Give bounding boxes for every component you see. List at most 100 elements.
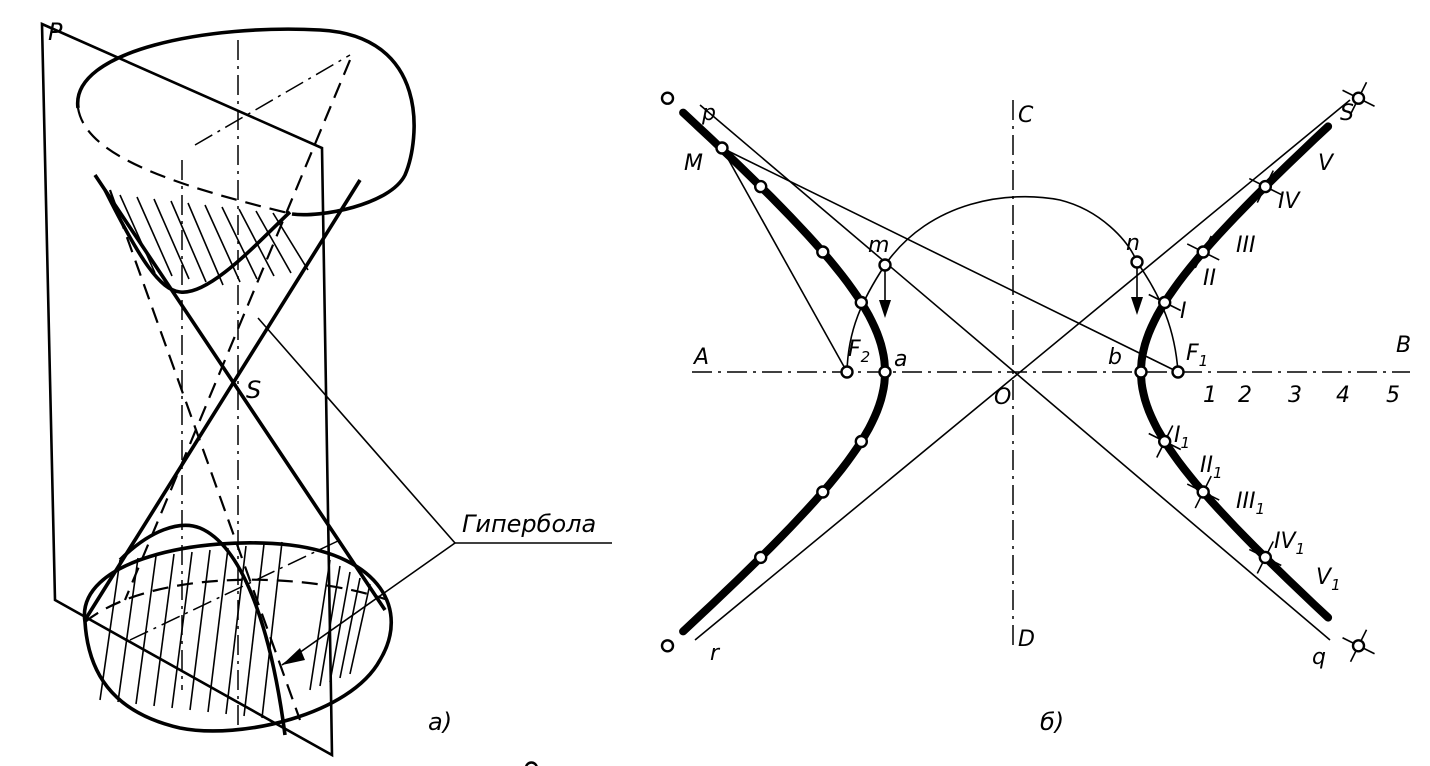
label-origin: O bbox=[994, 385, 1011, 410]
upper-hatch-line-6 bbox=[204, 204, 241, 283]
lower-base-ellipse bbox=[82, 541, 393, 733]
upper-hatch-line-10 bbox=[272, 212, 309, 271]
hyperbola-construction: A B C D O p q r S a b F1 F2 M m n 1 2 3 … bbox=[525, 81, 1411, 766]
arrow-m-head bbox=[879, 300, 891, 318]
construction-line-mf1 bbox=[721, 147, 1179, 373]
upper-hatch-line-9 bbox=[255, 210, 292, 274]
label-b-axis: B bbox=[1396, 333, 1411, 358]
lower-hatch-line-12 bbox=[319, 565, 341, 687]
upper-point-label-3: III bbox=[1236, 233, 1255, 258]
lower-point-label-5: V1 bbox=[1316, 565, 1341, 594]
label-p: p bbox=[701, 101, 716, 126]
lower-point-label-3: III1 bbox=[1236, 489, 1265, 518]
scale-tick-2: 2 bbox=[1238, 383, 1252, 408]
upper-point-3 bbox=[1258, 179, 1273, 194]
upper-point-2 bbox=[1196, 245, 1210, 259]
upper-hatch-line-8 bbox=[238, 208, 275, 277]
lower-hatch-line-8 bbox=[225, 545, 247, 715]
lower-hyperbola-branch bbox=[118, 523, 287, 736]
left-lower-point-4 bbox=[660, 639, 675, 653]
upper-hatch-line-5 bbox=[187, 202, 224, 286]
lower-hatch-line-1 bbox=[99, 559, 121, 701]
lower-hatch-line-13 bbox=[329, 571, 351, 683]
lower-point-4 bbox=[1351, 639, 1366, 653]
upper-base-ellipse-front bbox=[76, 27, 416, 217]
cone-section-figure: P S Гипербола а) bbox=[40, 18, 612, 758]
focus-f1 bbox=[1171, 365, 1185, 379]
label-r: r bbox=[710, 641, 721, 666]
lower-base-hidden-edge bbox=[84, 578, 389, 623]
upper-point-1 bbox=[1157, 295, 1172, 310]
upper-hatch-line-7 bbox=[221, 206, 258, 280]
asymptote-rs bbox=[694, 99, 1351, 641]
label-c-axis: C bbox=[1018, 103, 1034, 128]
callout-arrowhead bbox=[282, 648, 305, 665]
plane-label: P bbox=[48, 18, 63, 46]
upper-hatch-line-1 bbox=[119, 194, 156, 274]
lower-hatch-line-4 bbox=[153, 553, 175, 707]
callout-leader-lower bbox=[281, 542, 456, 666]
vertex-b bbox=[1134, 365, 1148, 379]
lower-hatch-line-10 bbox=[261, 541, 283, 719]
left-upper-point-4 bbox=[660, 91, 675, 105]
cone-aux-line-2 bbox=[194, 54, 351, 146]
left-lower-point-5 bbox=[525, 761, 538, 766]
upper-hyperbola-branch bbox=[103, 189, 292, 294]
left-upper-point-2 bbox=[816, 245, 830, 259]
scale-tick-3: 3 bbox=[1288, 383, 1302, 408]
hyperbola-points bbox=[525, 81, 1375, 766]
lower-hatch-line-3 bbox=[135, 555, 157, 705]
callout-leader-upper bbox=[257, 317, 456, 544]
lower-hatch-line-9 bbox=[243, 543, 265, 717]
label-a-axis: A bbox=[692, 345, 709, 370]
lower-hatch-line-6 bbox=[189, 549, 211, 711]
scale-ticks: 1 2 3 4 5 bbox=[1203, 383, 1400, 408]
left-lower-point-3 bbox=[754, 550, 768, 565]
construction-arc-f1 bbox=[1136, 261, 1179, 373]
upper-point-label-2: II bbox=[1203, 266, 1216, 291]
roman-numeral-labels: I II III IV V I1 II1 III1 IV1 V1 bbox=[1174, 151, 1341, 594]
label-focus-f1: F1 bbox=[1186, 341, 1208, 370]
label-d-axis: D bbox=[1018, 627, 1035, 652]
label-vertex-a: a bbox=[894, 347, 907, 372]
apex-label: S bbox=[246, 376, 261, 404]
upper-point-label-1: I bbox=[1180, 299, 1187, 324]
lower-hatch-line-11 bbox=[309, 559, 331, 691]
label-point-n: n bbox=[1126, 231, 1140, 256]
lower-point-1 bbox=[1157, 434, 1172, 449]
cone-generator-hidden-2 bbox=[123, 59, 352, 601]
focus-f2 bbox=[840, 365, 854, 379]
left-upper-point-1 bbox=[854, 295, 868, 310]
label-point-m-upper: M bbox=[684, 151, 703, 176]
upper-base-ellipse-back bbox=[76, 107, 293, 216]
cone-aux-line-3 bbox=[129, 539, 341, 641]
lower-hatch-line-14 bbox=[339, 577, 361, 679]
upper-hatch-line-2 bbox=[136, 196, 173, 277]
point-n bbox=[1130, 255, 1144, 269]
point-m-upper bbox=[715, 141, 729, 155]
hyperbola-left-branch bbox=[679, 108, 890, 636]
upper-hatch-line-3 bbox=[153, 198, 190, 280]
upper-point-label-5: V bbox=[1318, 151, 1335, 176]
cutting-plane-p bbox=[40, 21, 334, 758]
lower-point-label-2: II1 bbox=[1200, 453, 1223, 482]
upper-point-label-4: IV bbox=[1278, 189, 1301, 214]
construction-arc-mn bbox=[884, 195, 1138, 266]
upper-hatch-line-4 bbox=[170, 200, 207, 283]
lower-hatch-line-2 bbox=[117, 557, 139, 703]
lower-section-hatching bbox=[99, 541, 371, 719]
left-upper-point-3 bbox=[754, 179, 768, 194]
label-focus-f2: F2 bbox=[848, 337, 870, 366]
label-s: S bbox=[1340, 101, 1354, 126]
asymptote-pq bbox=[699, 104, 1331, 641]
vertex-a bbox=[878, 365, 892, 379]
caption-b: б) bbox=[1040, 708, 1064, 736]
left-lower-point-2 bbox=[816, 485, 830, 499]
upper-point-4 bbox=[1351, 91, 1366, 105]
construction-line-mf2 bbox=[721, 147, 848, 373]
hyperbola-callout-text: Гипербола bbox=[462, 510, 596, 538]
arrow-n-head bbox=[1131, 297, 1143, 315]
construction-arc-f2 bbox=[846, 264, 886, 373]
